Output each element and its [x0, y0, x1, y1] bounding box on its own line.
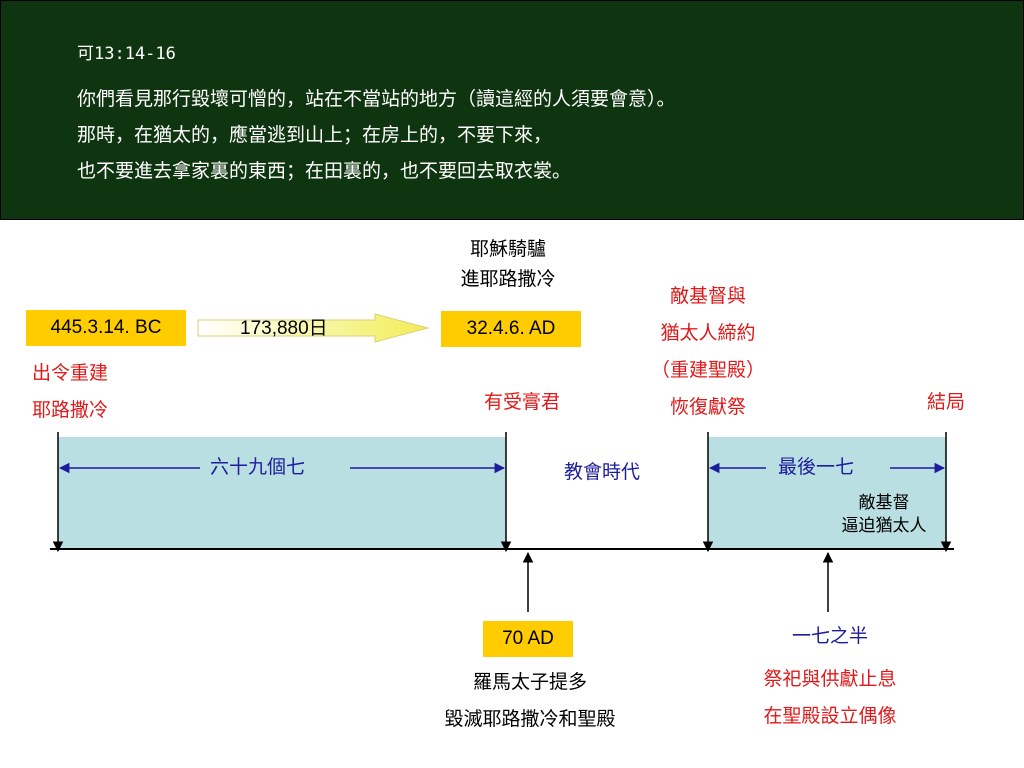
last-week-label: 最後一七: [772, 455, 861, 479]
decree-date-box: 445.3.14. BC: [26, 310, 186, 346]
days-arrow: [197, 313, 430, 343]
destruction-date-box: 70 AD: [483, 621, 573, 657]
entry-date-box: 32.4.6. AD: [441, 311, 581, 347]
verse-line: 那時，在猶太的，應當逃到山上；在房上的，不要下來，: [77, 124, 553, 146]
abomination-desc: 祭祀與供獻止息 在聖殿設立偶像: [763, 668, 897, 727]
half-week-label: 一七之半: [791, 625, 869, 647]
end-label: 結局: [926, 391, 966, 413]
verse-line: 你們看見那行毀壞可憎的，站在不當站的地方（讀這經的人須要會意）。: [77, 88, 676, 110]
verse-reference: 可13:14-16: [77, 44, 176, 64]
antichrist-persecution: 敵基督 逼迫猶太人: [841, 493, 927, 536]
covenant-desc: 敵基督與 猶太人締約 （重建聖殿） 恢復獻祭: [650, 285, 766, 418]
church-age-label: 教會時代: [563, 461, 641, 483]
verse-text: 你們看見那行毀壞可憎的，站在不當站的地方（讀這經的人須要會意）。 那時，在猶太的…: [77, 81, 676, 189]
verse-header: 可13:14-16 你們看見那行毀壞可憎的，站在不當站的地方（讀這經的人須要會意…: [0, 0, 1024, 220]
sixty-nine-weeks-label: 六十九個七: [204, 455, 312, 479]
days-label: 173,880日: [240, 318, 328, 339]
destruction-desc: 羅馬太子提多 毀滅耶路撒冷和聖殿: [444, 671, 616, 730]
verse-line: 也不要進去拿家裏的東西；在田裏的，也不要回去取衣裳。: [77, 160, 572, 182]
decree-desc: 出令重建 耶路撒冷: [32, 362, 109, 421]
anointed-cut-off: 有受膏君: [483, 391, 561, 413]
triumphal-entry-title: 耶穌騎驢 進耶路撒冷: [460, 238, 556, 290]
